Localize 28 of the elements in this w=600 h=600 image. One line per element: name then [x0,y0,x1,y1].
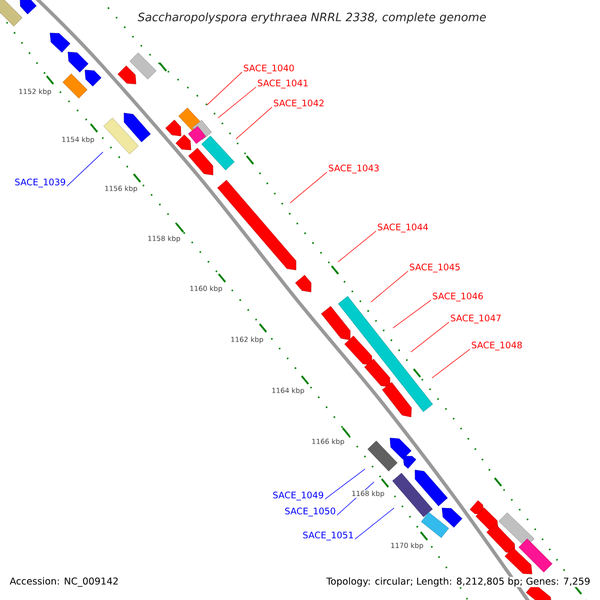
gene-label: SACE_1046 [432,292,483,302]
gene-label: SACE_1041 [258,80,308,88]
gene-label: SACE_1045 [410,264,460,272]
accession-text: Accession: NC_009142 [10,577,118,587]
leader-line [218,86,256,118]
leader-line [66,152,104,186]
gene-label: SACE_1051 [303,532,353,540]
gene-label: SACE_1043 [328,164,379,174]
leader-line [410,322,450,352]
summary-text: Topology: circular; Length: 8,212,805 bp; Genes: 7,259 [326,576,591,588]
leader-line [206,72,242,106]
gene-label: SACE_1039 [15,178,66,188]
gene-label: SACE_1042 [274,100,324,108]
leader-line [392,300,432,328]
gene-label: SACE_1049 [273,492,324,500]
title: Saccharopolyspora erythraea NRRL 2338, complete genome [138,12,486,24]
leader-line [236,106,272,140]
leader-line [370,270,408,302]
gene-label: SACE_1048 [472,342,522,350]
leader-line [324,468,366,500]
leader-line [290,172,328,204]
leader-line [432,348,470,378]
gene-label: SACE_1050 [285,508,336,516]
gene-label: SACE_1040 [244,64,294,74]
leader-line [338,230,376,262]
gene-label: SACE_1044 [378,224,428,232]
leader-line [354,508,394,540]
gene-label: SACE_1047 [450,314,501,324]
